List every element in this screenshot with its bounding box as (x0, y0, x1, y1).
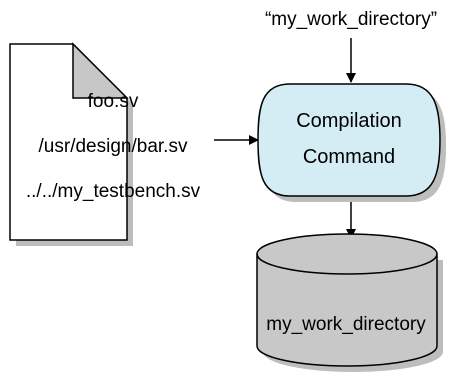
cylinder-body (256, 233, 438, 367)
command-label-line1: Compilation (296, 110, 402, 132)
command-box-body (257, 83, 441, 197)
file-name-bar: /usr/design/bar.sv (39, 136, 188, 157)
library-name-label: my_work_directory (266, 314, 426, 335)
work-library-cylinder: my_work_directory (256, 233, 443, 372)
document-fold (72, 42, 129, 99)
command-label-line2: Command (303, 146, 395, 168)
file-name-foo: foo.sv (88, 91, 139, 112)
compilation-command-box: Compilation Command (257, 83, 446, 202)
file-name-testbench: ../../my_testbench.sv (26, 181, 201, 202)
source-files-document: foo.sv /usr/design/bar.sv ../../my_testb… (9, 42, 201, 246)
directory-argument-label: “my_work_directory” (265, 9, 437, 30)
cylinder-top-rim (256, 253, 438, 275)
